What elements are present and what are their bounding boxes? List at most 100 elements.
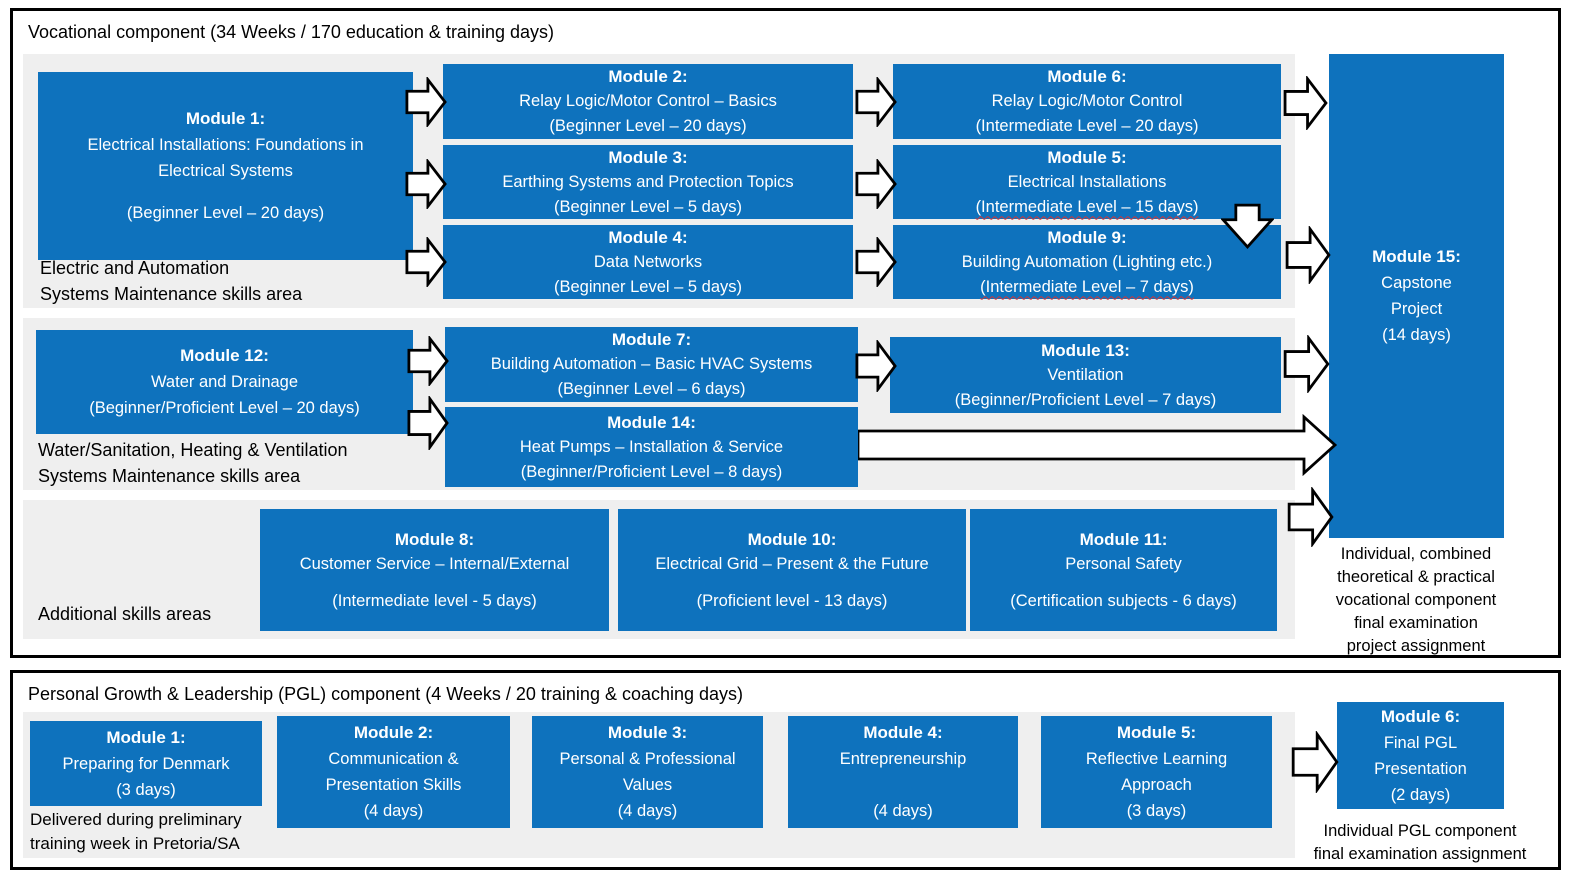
module-name: Reflective Learning bbox=[1085, 750, 1228, 768]
caption-line: Water/Sanitation, Heating & Ventilation bbox=[38, 440, 348, 460]
flow-arrow-m3-to-m5 bbox=[855, 159, 897, 209]
module-box-voc-5: Module 5: Electrical Installations (Inte… bbox=[893, 145, 1281, 219]
module-name: Data Networks bbox=[593, 252, 703, 271]
module-box-pgl-1: Module 1: Preparing for Denmark (3 days) bbox=[30, 721, 262, 806]
module-title: Module 14: bbox=[607, 412, 696, 432]
note-line: final examination assignment bbox=[1313, 845, 1527, 863]
module-title: Module 15: bbox=[1372, 247, 1461, 266]
caption-line: Additional skills areas bbox=[38, 604, 212, 624]
module-name: Building Automation – Basic HVAC Systems bbox=[490, 355, 813, 373]
module-title: Module 3: bbox=[608, 147, 688, 167]
module-name: Approach bbox=[1121, 776, 1192, 794]
module-title: Module 5: bbox=[1116, 723, 1197, 742]
water-heating-caption: Water/Sanitation, Heating & Ventilation … bbox=[38, 437, 348, 489]
flow-arrow-m1-to-m4 bbox=[405, 237, 447, 287]
module-name: Capstone bbox=[1381, 274, 1452, 292]
flow-arrow-m14-to-m15-long bbox=[858, 414, 1338, 476]
flow-arrow-pgl5-to-pgl6 bbox=[1291, 731, 1339, 793]
module-box-voc-6: Module 6: Relay Logic/Motor Control (Int… bbox=[893, 64, 1281, 139]
capstone-exam-note: Individual, combined theoretical & pract… bbox=[1310, 543, 1522, 658]
module-title: Module 12: bbox=[180, 346, 269, 365]
flow-arrow-m6-to-m15 bbox=[1283, 76, 1328, 130]
flow-arrow-m12-to-m14 bbox=[407, 396, 449, 450]
module-name: Preparing for Denmark bbox=[62, 754, 230, 773]
module-level: (Beginner Level – 5 days) bbox=[553, 277, 743, 296]
vocational-section-title: Vocational component (34 Weeks / 170 edu… bbox=[28, 22, 554, 42]
module-name: Final PGL bbox=[1383, 733, 1458, 752]
flow-arrow-m1-to-m2 bbox=[405, 77, 447, 127]
module-box-pgl-4: Module 4: Entrepreneurship (4 days) bbox=[788, 716, 1018, 828]
flow-arrow-m2-to-m6 bbox=[855, 77, 897, 127]
module-level: (Beginner Level – 5 days) bbox=[553, 197, 743, 216]
module-name: Electrical Grid – Present & the Future bbox=[655, 554, 929, 573]
module-name: Personal Safety bbox=[1065, 554, 1182, 573]
flow-arrow-m7-to-m13 bbox=[855, 340, 897, 392]
module-name: Electrical Systems bbox=[158, 162, 293, 180]
module-level: (14 days) bbox=[1382, 326, 1451, 344]
module-title: Module 8: bbox=[394, 529, 475, 549]
module-level: (3 days) bbox=[116, 780, 176, 799]
module-level: (2 days) bbox=[1390, 785, 1451, 804]
module-level: (4 days) bbox=[617, 802, 678, 820]
pgl-exam-note: Individual PGL component final examinati… bbox=[1290, 820, 1550, 866]
module-title: Module 4: bbox=[863, 723, 943, 742]
module-box-voc-15: Module 15: Capstone Project (14 days) bbox=[1329, 54, 1504, 538]
flow-arrow-m4-to-m9 bbox=[855, 237, 897, 287]
module-box-voc-14: Module 14: Heat Pumps – Installation & S… bbox=[445, 407, 858, 487]
module-name: Customer Service – Internal/External bbox=[299, 554, 570, 573]
module-name: Entrepreneurship bbox=[839, 750, 967, 768]
flow-arrow-additional-to-m15 bbox=[1287, 487, 1334, 547]
module-title: Module 6: bbox=[1047, 67, 1127, 86]
module-title: Module 13: bbox=[1041, 340, 1130, 360]
module-box-voc-10: Module 10: Electrical Grid – Present & t… bbox=[618, 509, 966, 631]
flow-arrow-m9-to-m15 bbox=[1285, 226, 1331, 284]
module-title: Module 10: bbox=[747, 529, 837, 549]
module-level: (4 days) bbox=[873, 802, 933, 820]
module-level: (Intermediate Level – 7 days) bbox=[980, 277, 1194, 296]
module-title: Module 3: bbox=[607, 723, 688, 742]
note-line: theoretical & practical bbox=[1337, 568, 1495, 586]
note-line: Individual, combined bbox=[1340, 545, 1492, 563]
module-box-voc-9: Module 9: Building Automation (Lighting … bbox=[893, 225, 1281, 299]
module-level: (Proficient level - 13 days) bbox=[696, 591, 888, 610]
module-name: Water and Drainage bbox=[150, 373, 299, 391]
module-name: Communication & bbox=[328, 750, 459, 768]
module-box-voc-1: Module 1: Electrical Installations: Foun… bbox=[38, 72, 413, 260]
module-title: Module 11: bbox=[1079, 529, 1168, 549]
module-title: Module 2: bbox=[608, 67, 688, 86]
module-level: (Beginner/Proficient Level – 8 days) bbox=[520, 462, 783, 481]
caption-line: training week in Pretoria/SA bbox=[30, 834, 240, 853]
module-level: (Beginner Level – 20 days) bbox=[126, 204, 325, 222]
flow-arrow-m13-to-m15 bbox=[1283, 335, 1330, 393]
module-name: Heat Pumps – Installation & Service bbox=[519, 437, 784, 456]
caption-line: Systems Maintenance skills area bbox=[38, 466, 301, 486]
module-level: (Beginner/Proficient Level – 7 days) bbox=[954, 390, 1217, 409]
module-title: Module 5: bbox=[1047, 147, 1127, 167]
flow-arrow-m12-to-m7 bbox=[407, 336, 449, 386]
module-box-voc-13: Module 13: Ventilation (Beginner/Profici… bbox=[890, 337, 1281, 413]
module-box-voc-11: Module 11: Personal Safety (Certificatio… bbox=[970, 509, 1277, 631]
module-name: Presentation bbox=[1374, 759, 1467, 778]
module-name: Relay Logic/Motor Control – Basics bbox=[519, 92, 777, 110]
module-level: (3 days) bbox=[1126, 802, 1187, 820]
module-box-pgl-5: Module 5: Reflective Learning Approach (… bbox=[1041, 716, 1272, 828]
module-name: Presentation Skills bbox=[325, 776, 462, 794]
module-box-pgl-6: Module 6: Final PGL Presentation (2 days… bbox=[1337, 702, 1504, 809]
module-name: Relay Logic/Motor Control bbox=[991, 92, 1183, 110]
module-title: Module 4: bbox=[608, 227, 688, 247]
note-line: vocational component bbox=[1335, 591, 1497, 609]
module-box-voc-3: Module 3: Earthing Systems and Protectio… bbox=[443, 145, 853, 219]
module-title: Module 2: bbox=[353, 723, 434, 742]
electric-automation-caption: Electric and Automation Systems Maintena… bbox=[40, 255, 302, 307]
module-title: Module 6: bbox=[1380, 706, 1461, 726]
module-name: Values bbox=[622, 776, 673, 794]
module-title: Module 1: bbox=[185, 109, 266, 128]
module-title: Module 1: bbox=[106, 727, 186, 747]
module-level: (Intermediate level - 5 days) bbox=[332, 591, 537, 610]
module-level: (Beginner Level – 20 days) bbox=[549, 117, 747, 135]
module-name: Project bbox=[1390, 300, 1443, 318]
note-line: Individual PGL component bbox=[1323, 822, 1517, 840]
module-title: Module 9: bbox=[1047, 227, 1127, 247]
module-name: Electrical Installations: Foundations in bbox=[87, 136, 364, 154]
